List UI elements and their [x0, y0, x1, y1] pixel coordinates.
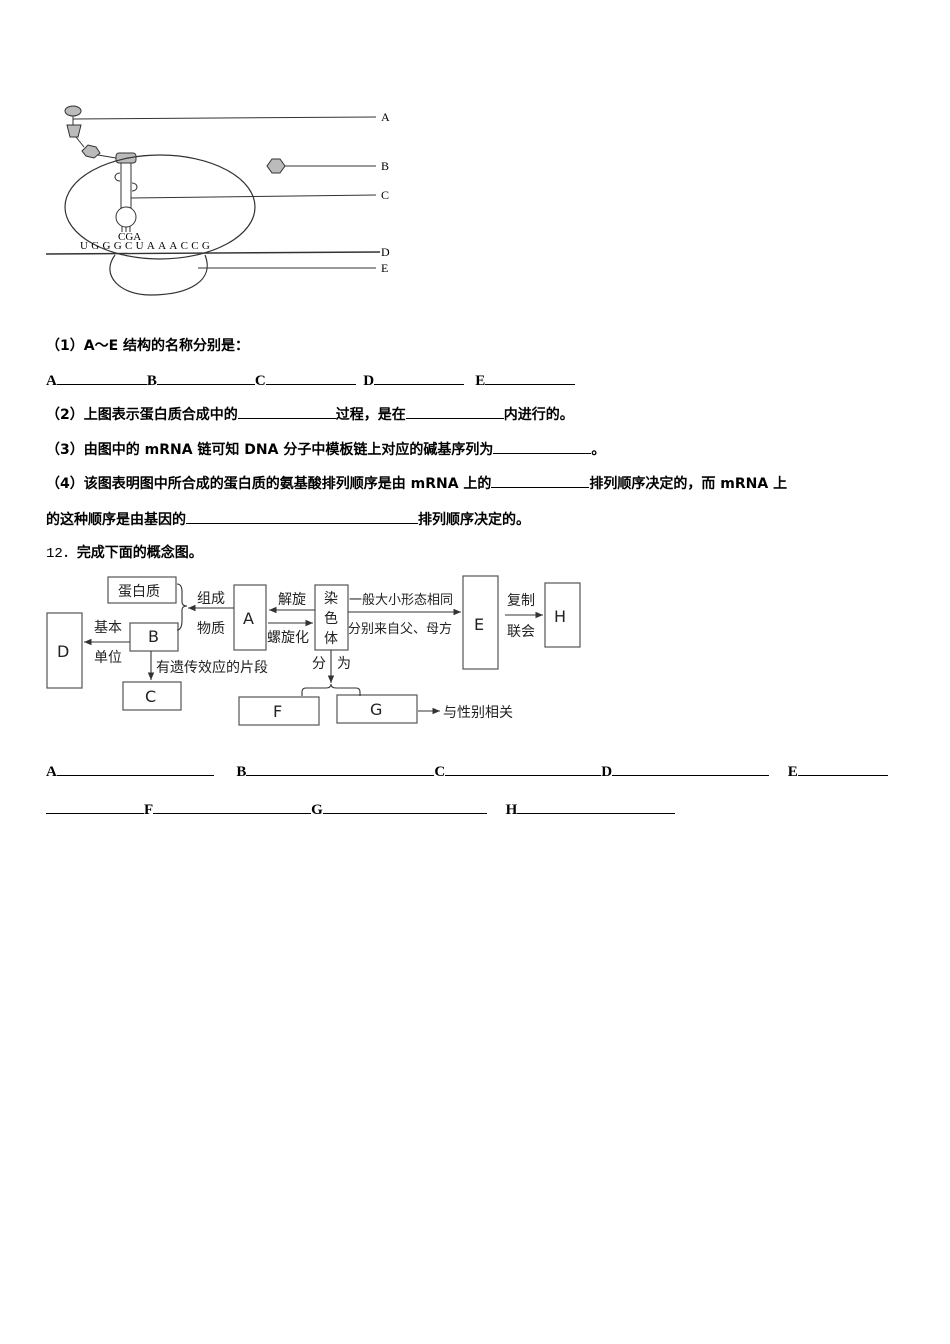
answer-blank-a[interactable] [56, 370, 147, 385]
answer-blank-process[interactable] [237, 404, 336, 419]
q12-blank-g[interactable] [322, 799, 487, 814]
label-c: C [381, 188, 389, 202]
box-protein [107, 576, 177, 604]
anticodon-text: CGA [118, 231, 141, 243]
q12-blank-h[interactable] [517, 799, 676, 814]
concept-map: 蛋白质 D B C A 染 色 体 E H F G 组成 物质 基本 单位 有遗… [46, 575, 581, 726]
box-e-label: E [474, 615, 484, 634]
edge-basic: 基本 [94, 619, 122, 636]
box-h [544, 582, 581, 648]
edge-replicate: 复制 [507, 592, 535, 609]
question-1: （1）A～E 结构的名称分别是： [46, 338, 250, 354]
q12-blank-e[interactable] [797, 761, 888, 776]
box-c-label: C [145, 687, 156, 706]
label-b: B [381, 159, 389, 173]
trna-loop [115, 206, 137, 228]
edge-from-parents: 分别来自父、母方 [348, 621, 452, 637]
mrna-strand [45, 251, 381, 255]
amino-acid-2 [66, 124, 82, 138]
box-chromosome-label-2: 色 [324, 610, 338, 627]
box-g-label: G [370, 700, 382, 719]
question-2: （2）上图表示蛋白质合成中的过程，是在内进行的。 [46, 404, 574, 425]
box-chromosome-label-1: 染 [324, 591, 338, 607]
box-d-label: D [57, 642, 69, 661]
q12-blank-c[interactable] [445, 761, 602, 776]
translation-diagram: CGA UGGGCUAAACCG A B C D E [45, 105, 390, 296]
edge-genetic-fragment: 有遗传效应的片段 [156, 659, 268, 676]
box-protein-label: 蛋白质 [118, 584, 160, 600]
answer-blank-b[interactable] [156, 370, 255, 385]
amino-acid-3 [81, 144, 101, 159]
answer-blank-dna-sequence[interactable] [493, 439, 592, 454]
box-e [462, 575, 499, 670]
box-f [238, 696, 320, 726]
answer-blank-gene-order[interactable] [186, 509, 418, 524]
box-a-label: A [243, 609, 254, 628]
label-d: D [381, 245, 390, 259]
box-d [46, 612, 83, 689]
question-4: （4）该图表明图中所合成的蛋白质的氨基酸排列顺序是由 mRNA 上的排列顺序决定… [46, 473, 787, 494]
box-b [129, 622, 179, 652]
edge-compose: 组成 [197, 591, 225, 607]
edge-synapsis: 联会 [507, 624, 535, 640]
edge-unit: 单位 [94, 650, 122, 666]
edge-divide-a: 分 [312, 656, 326, 672]
q12-blank-f[interactable] [153, 799, 312, 814]
answer-blank-codon-order[interactable] [491, 473, 590, 488]
amino-acid-1 [64, 105, 82, 117]
box-chromosome-label-3: 体 [324, 631, 338, 647]
q12-blank-d[interactable] [612, 761, 770, 776]
amino-acid-free [266, 158, 286, 174]
edge-divide-b: 为 [337, 656, 351, 672]
ribosome-large-subunit [64, 154, 256, 260]
answer-blank-c[interactable] [265, 370, 356, 385]
box-h-label: H [554, 607, 566, 626]
answer-blank-e[interactable] [485, 370, 576, 385]
q12-blank-b[interactable] [246, 761, 435, 776]
box-g [336, 694, 418, 724]
answer-blank-location[interactable] [405, 404, 504, 419]
question-12-title: 12．完成下面的概念图。 [46, 545, 203, 562]
box-f-label: F [273, 702, 282, 721]
label-a: A [381, 110, 390, 124]
question-4-line2: 的这种顺序是由基因的排列顺序决定的。 [46, 509, 530, 530]
box-a [233, 584, 267, 651]
box-c [122, 681, 182, 711]
edge-sex-related: 与性别相关 [443, 705, 513, 721]
edge-material: 物质 [197, 621, 225, 637]
box-b-label: B [148, 627, 159, 646]
edge-same-shape: 一般大小形态相同 [349, 592, 453, 608]
label-e: E [381, 261, 388, 275]
question-3: （3）由图中的 mRNA 链可知 DNA 分子中模板链上对应的碱基序列为。 [46, 439, 605, 460]
mrna-sequence: UGGGCUAAACCG [80, 240, 213, 252]
edge-unwind: 解旋 [278, 592, 306, 608]
q12-blank-e-cont[interactable] [46, 799, 144, 814]
ribosome-small-subunit [109, 254, 208, 296]
answer-blank-d[interactable] [374, 370, 465, 385]
q12-blank-a[interactable] [56, 761, 214, 776]
edge-spiral: 螺旋化 [267, 630, 309, 646]
